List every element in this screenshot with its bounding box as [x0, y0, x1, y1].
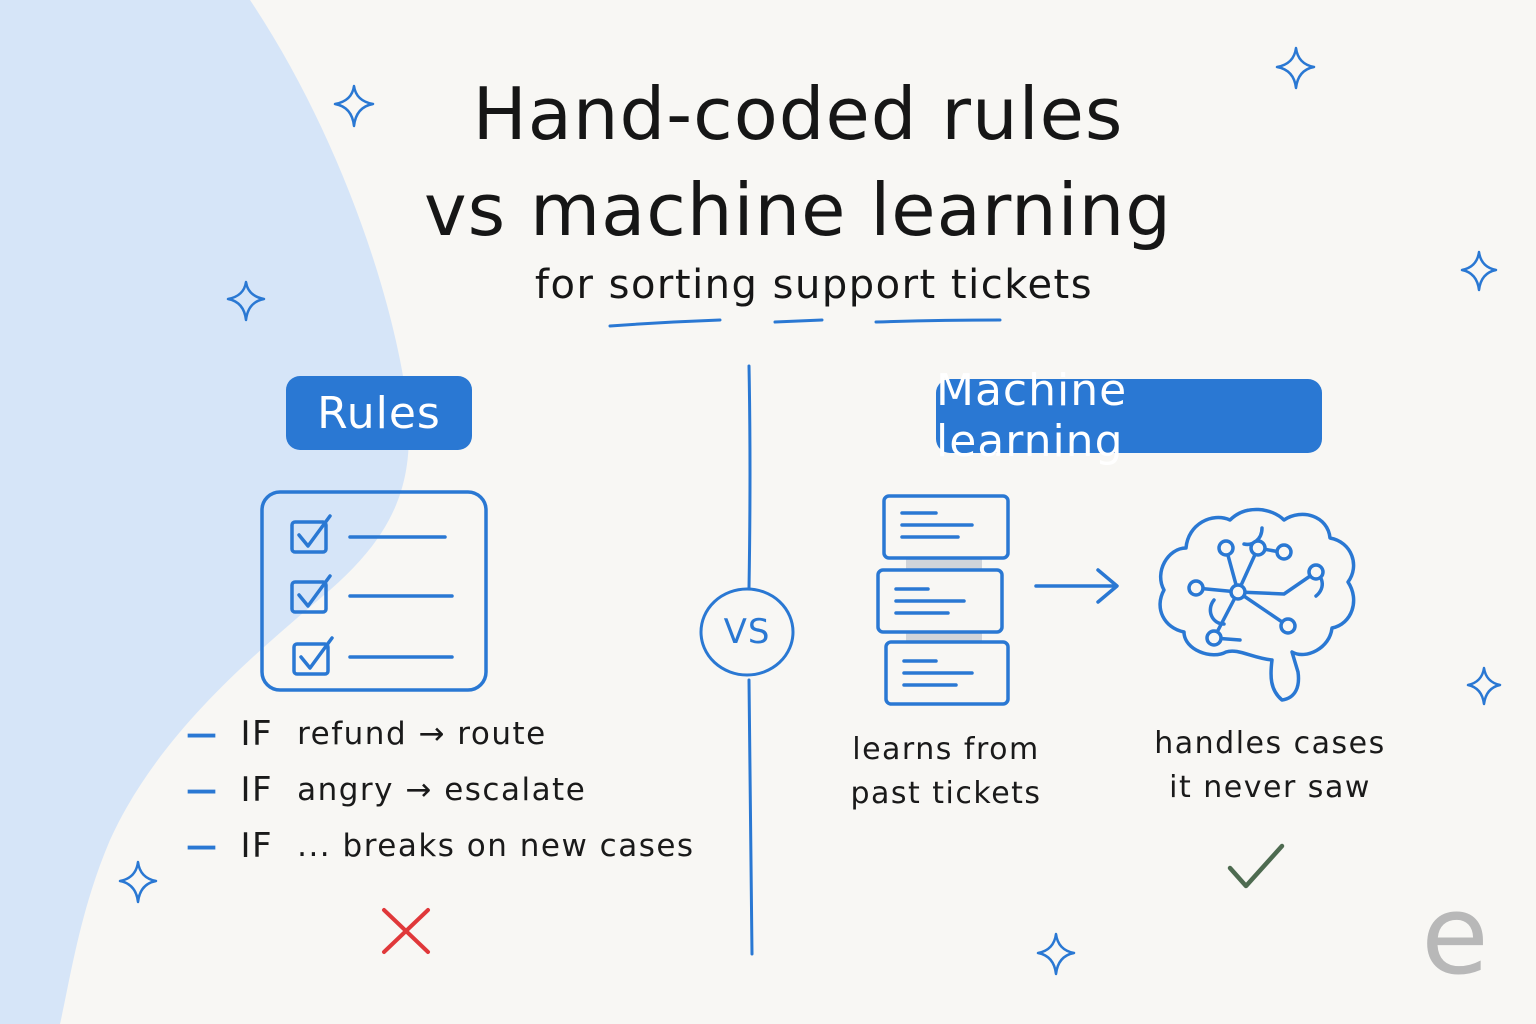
sparkle-icon — [1036, 932, 1076, 976]
page-subtitle: for sorting support tickets — [534, 262, 1094, 308]
red-cross-icon — [382, 908, 430, 954]
dash-icon: — — [186, 716, 219, 752]
sparkle-icon — [1460, 250, 1498, 292]
subtitle-underlines — [608, 318, 1002, 328]
sparkle-icon — [226, 280, 266, 322]
brain-network-icon — [1158, 507, 1356, 702]
green-check-icon — [1227, 843, 1285, 889]
learns-caption: learns from past tickets — [848, 728, 1044, 816]
sparkle-icon — [1275, 46, 1316, 90]
ticket-stack-icon — [876, 494, 1010, 706]
caption-line: learns from — [852, 732, 1040, 767]
sparkle-icon — [333, 84, 375, 128]
dash-icon: — — [186, 772, 219, 808]
vs-badge: VS — [723, 612, 771, 652]
rule-keyword: IF — [240, 826, 274, 866]
rule-item: — IF refund → route — [186, 714, 547, 754]
caption-line: it never saw — [1169, 770, 1371, 805]
page-title-line2: vs machine learning — [423, 168, 1173, 252]
dash-icon: — — [186, 828, 219, 864]
caption-line: past tickets — [850, 776, 1042, 811]
checklist-icon — [260, 490, 488, 692]
sparkle-icon — [1466, 666, 1502, 706]
rule-item: — IF angry → escalate — [186, 770, 586, 810]
caption-line: handles cases — [1154, 726, 1386, 761]
brand-logo: e — [1421, 871, 1489, 999]
rule-keyword: IF — [240, 770, 274, 810]
sparkle-icon — [118, 860, 158, 904]
rule-item: — IF ... breaks on new cases — [186, 826, 695, 866]
rules-label: Rules — [286, 376, 472, 450]
rule-keyword: IF — [240, 714, 274, 754]
machine-learning-label: Machine learning — [936, 365, 1322, 467]
rule-text: ... breaks on new cases — [297, 828, 695, 864]
center-divider — [699, 364, 795, 956]
rule-text: refund → route — [297, 716, 547, 752]
arrow-right-icon — [1034, 568, 1119, 604]
rule-text: angry → escalate — [297, 772, 587, 808]
page-title-line1: Hand-coded rules — [472, 72, 1124, 156]
handles-caption: handles cases it never saw — [1150, 722, 1390, 810]
